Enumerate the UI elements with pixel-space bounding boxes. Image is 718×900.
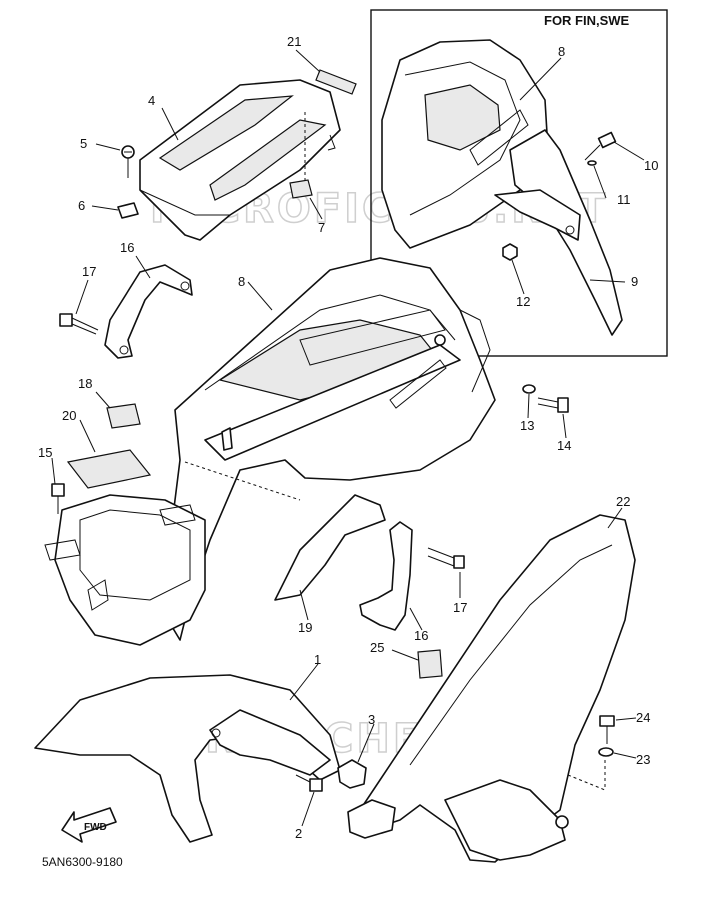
bolt-15 <box>51 483 65 514</box>
inset-nut-12 <box>502 243 518 261</box>
screw-5 <box>121 145 135 178</box>
callout-21: 21 <box>287 34 301 49</box>
callout-8: 8 <box>238 274 245 289</box>
callout-1: 1 <box>314 652 321 667</box>
nut-3 <box>337 759 367 789</box>
callout-3: 3 <box>368 712 375 727</box>
callout-17-right: 17 <box>453 600 467 615</box>
drawing-code: 5AN6300-9180 <box>42 855 123 869</box>
clip-6 <box>117 202 139 219</box>
callout-17: 17 <box>82 264 96 279</box>
callout-4: 4 <box>148 93 155 108</box>
fwd-label: FWD <box>84 822 107 833</box>
callout-15: 15 <box>38 445 52 460</box>
callout-8-inset: 8 <box>558 44 565 59</box>
washer-23 <box>598 747 614 757</box>
inset-bolt-10 <box>584 131 617 161</box>
callout-numbers: 1 2 3 4 5 6 7 8 8 9 10 11 12 13 14 15 16… <box>38 34 658 841</box>
pad-18 <box>106 403 141 429</box>
callout-19: 19 <box>298 620 312 635</box>
rear-fender <box>167 257 496 641</box>
inset-panel: FOR FIN,SWE <box>370 9 668 357</box>
bolt-14 <box>537 397 569 413</box>
callout-20: 20 <box>62 408 76 423</box>
damper-7 <box>289 179 313 199</box>
grab-bar-right <box>359 521 413 631</box>
rear-mudguard <box>347 514 636 863</box>
inset-border <box>370 9 668 357</box>
callout-5: 5 <box>80 136 87 151</box>
callout-14: 14 <box>557 438 571 453</box>
callout-12: 12 <box>516 294 530 309</box>
inset-bracket <box>494 189 581 241</box>
washer-13 <box>522 384 536 394</box>
callout-18: 18 <box>78 376 92 391</box>
callout-9: 9 <box>631 274 638 289</box>
battery-box <box>44 494 206 646</box>
front-fender <box>34 674 341 843</box>
bolt-17-right <box>427 547 465 569</box>
callout-11: 11 <box>617 192 631 207</box>
label-25 <box>417 649 443 679</box>
callout-25: 25 <box>370 640 384 655</box>
bolt-17-left <box>59 313 99 335</box>
fwd-arrow: FWD <box>61 807 117 843</box>
bolt-24 <box>599 715 615 744</box>
callout-6: 6 <box>78 198 85 213</box>
leader-lines <box>51 49 645 827</box>
callout-16-right: 16 <box>414 628 428 643</box>
grab-bar-left <box>104 264 193 359</box>
callout-7: 7 <box>318 220 325 235</box>
cover-19 <box>274 494 386 601</box>
callout-2: 2 <box>295 826 302 841</box>
bolt-2 <box>295 774 323 792</box>
inset-title: FOR FIN,SWE <box>544 13 630 28</box>
inset-washer-11 <box>587 160 597 166</box>
callout-23: 23 <box>636 752 650 767</box>
pad-20 <box>66 449 152 489</box>
callout-24: 24 <box>636 710 650 725</box>
callout-22: 22 <box>616 494 630 509</box>
label-21 <box>315 69 357 95</box>
callout-16: 16 <box>120 240 134 255</box>
callout-10: 10 <box>644 158 658 173</box>
seat-cowl <box>139 79 341 241</box>
callout-13: 13 <box>520 418 534 433</box>
